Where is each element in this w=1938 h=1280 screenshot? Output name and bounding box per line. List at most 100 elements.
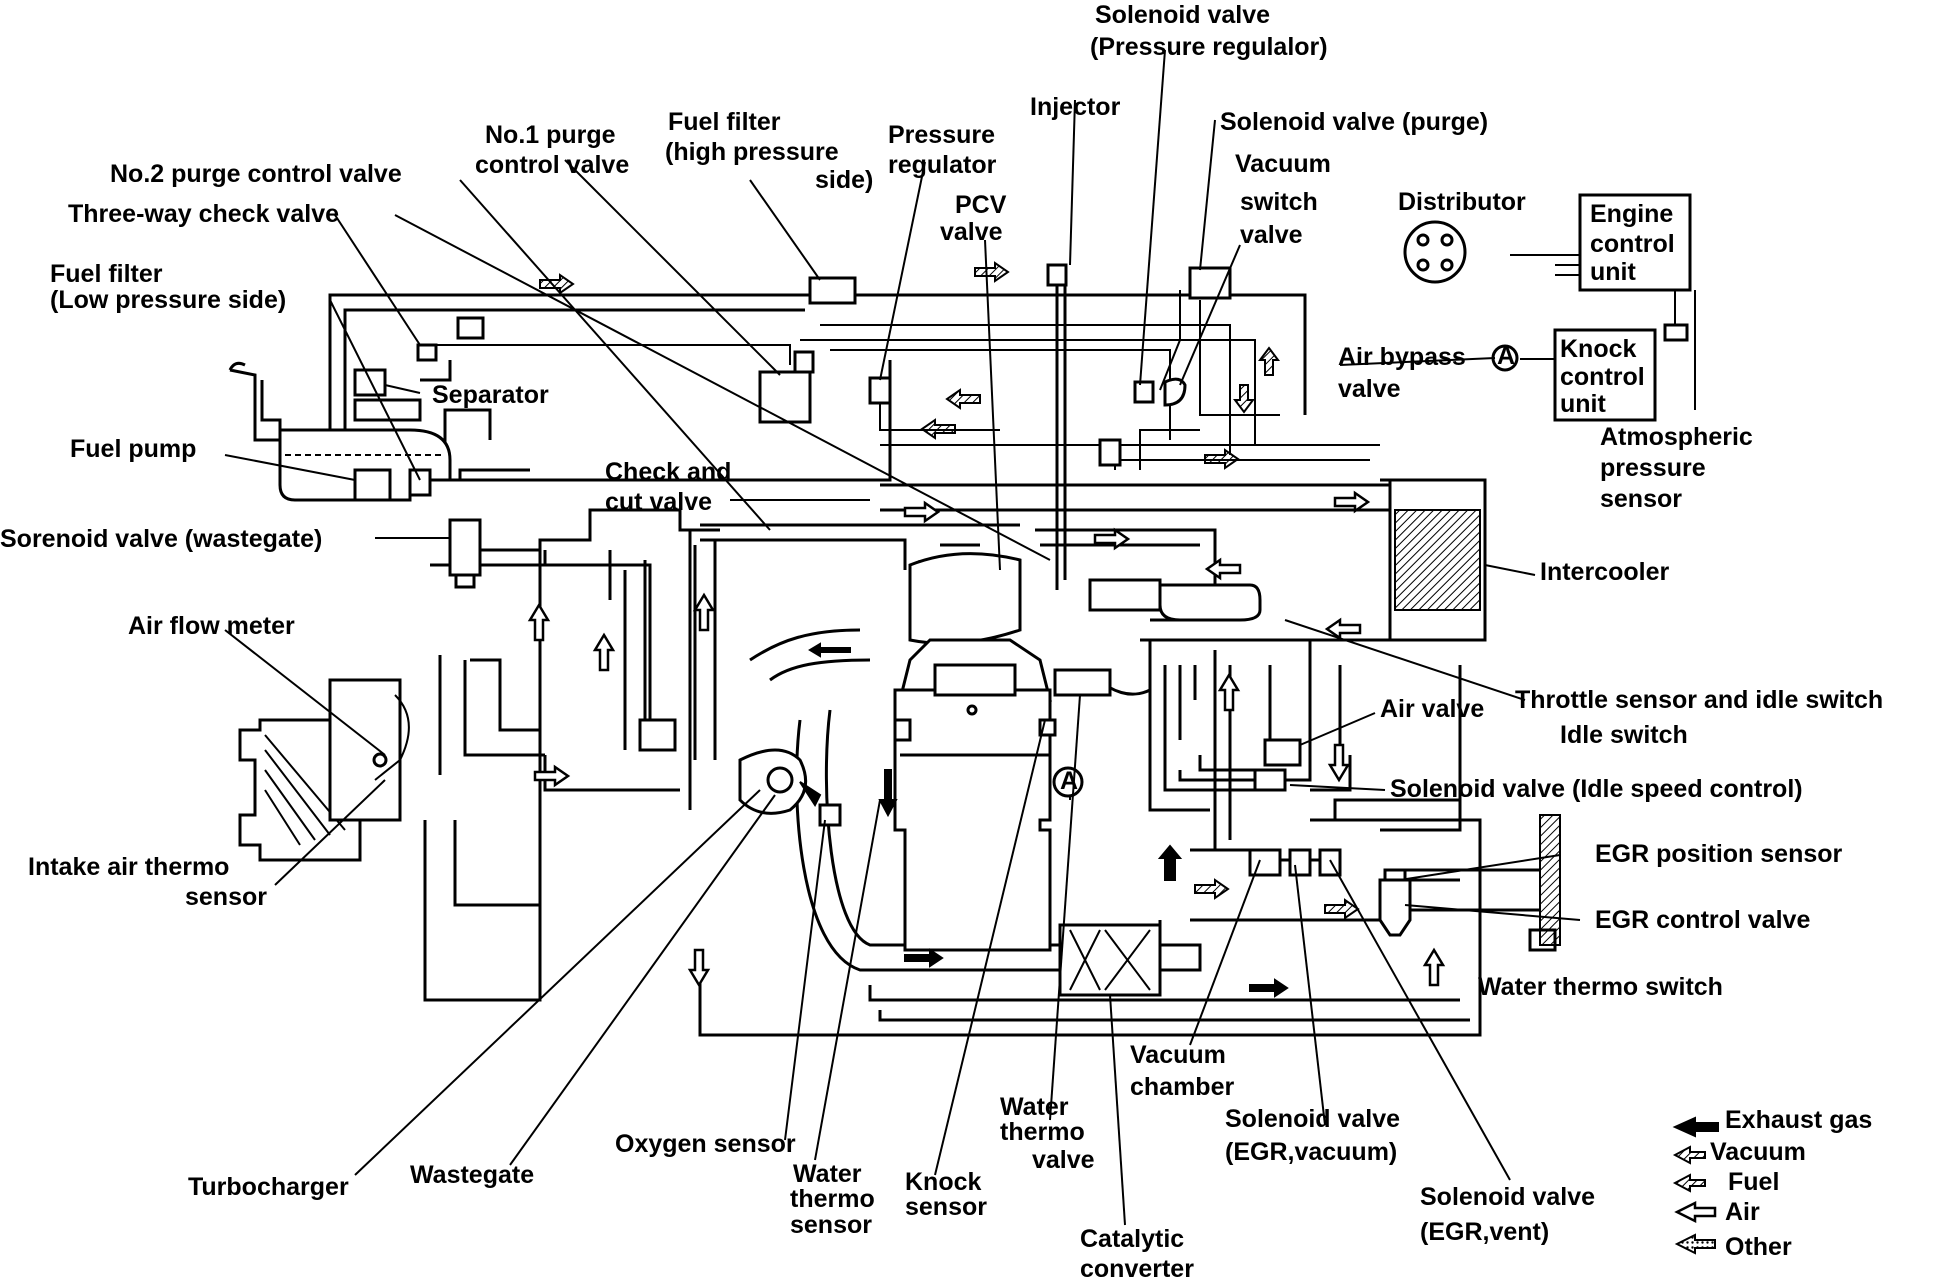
label-injector: Injector [1030,93,1121,121]
solenoid-egr-vacuum-body [1288,848,1312,877]
label-solenoid-purge: Solenoid valve (purge) [1220,108,1488,136]
arrow-air [692,592,716,632]
legend-label-fuel: Fuel [1728,1168,1779,1196]
legend-swatch-other [1674,1233,1716,1255]
label-wastegate: Wastegate [410,1161,534,1189]
check-and-cut-valve [638,718,677,752]
labels: Solenoid valve(Pressure regulalor) Injec… [0,1,1883,1280]
fuel-filter-high [808,276,857,305]
legend-swatch-vacuum [1672,1145,1706,1165]
arrow-vacuum [920,418,956,440]
legend-label-air: Air [1725,1198,1760,1226]
three-way-check-valve [416,343,438,362]
arrow-air [1093,527,1131,551]
separator [353,368,387,397]
arrow-exhaust [808,642,851,658]
arrow-air [1422,947,1446,987]
arrow-exhaust [904,948,944,968]
label-solenoid-idle: Solenoid valve (Idle speed control) [1390,775,1803,803]
intake-plenum [908,552,1022,645]
legend-swatch-fuel [1672,1173,1706,1193]
engine-control-unit-box [1578,193,1692,292]
arrow-air [1333,490,1371,514]
atmospheric-pressure-sensor-body [1663,323,1689,342]
air-bypass-valve [1098,438,1122,467]
legend-label-other: Other [1725,1233,1792,1261]
arrow-exhaust [1249,978,1289,998]
label-solenoid-egr-vacuum: Solenoid valve(EGR,vacuum) [1225,1105,1400,1166]
egr-control-valve-body [1378,878,1412,937]
label-oxygen-sensor: Oxygen sensor [615,1130,796,1158]
label-egr-control-valve: EGR control valve [1595,906,1810,934]
flow-arrows [527,261,1446,998]
engine-block [893,688,1052,952]
label-three-way-check: Three-way check valve [68,200,339,228]
label-air-valve: Air valve [1380,695,1484,723]
throttle-body [1158,583,1262,622]
solenoid-idle [1253,768,1287,792]
label-distributor: Distributor [1398,188,1526,216]
arrow-air [1204,557,1242,581]
label-separator: Separator [432,381,549,409]
arrow-vacuum [1324,898,1360,920]
label-intercooler: Intercooler [1540,558,1669,586]
arrow-vacuum [1204,448,1240,470]
water-thermo-valve-body [1053,668,1112,697]
label-water-thermo-switch: Water thermo switch [1478,973,1723,1001]
legend-label-exhaust: Exhaust gas [1725,1106,1872,1134]
label-idle-switch: Idle switch [1560,721,1688,749]
label-throttle-sensor: Throttle sensor and idle switch [1515,686,1883,714]
leader-lines [224,49,1696,1226]
vacuum-chamber-body [1248,848,1282,877]
arrow-vacuum [539,273,575,295]
injector [1046,263,1068,287]
arrow-vacuum [1194,878,1230,900]
arrow-vacuum [1258,346,1280,376]
arrow-air [1217,672,1241,712]
arrow-air [1324,617,1362,641]
label-no2-purge: No.2 purge control valve [110,160,402,188]
fuel-pump [353,468,392,502]
label-connector-a-lower: A [1060,767,1078,795]
legend-swatch-air [1674,1200,1717,1224]
arrow-air [527,602,551,642]
solenoid-wastegate [448,518,482,577]
label-connector-a-upper: A [1497,342,1515,370]
label-air-flow-meter: Air flow meter [128,612,295,640]
arrow-air [1327,743,1351,783]
label-solenoid-wastegate: Sorenoid valve (wastegate) [0,525,322,553]
legend-swatch-exhaust [1672,1116,1719,1138]
vacuum-switch-valve [1163,377,1187,407]
label-fuel-pump: Fuel pump [70,435,196,463]
arrow-fuel [974,261,1010,283]
arrow-air [533,764,571,788]
arrow-exhaust [878,769,898,818]
no1-purge-control-valve [758,370,812,424]
pressure-regulator [868,376,892,405]
legend-label-vacuum: Vacuum [1710,1138,1806,1166]
components [228,193,1692,997]
legend: Exhaust gas Vacuum Fuel Air Other [1672,1106,1872,1261]
label-turbocharger: Turbocharger [188,1173,349,1201]
air-flow-meter [328,678,402,822]
air-valve [1263,738,1302,767]
label-solenoid-pressure-regulator: Solenoid valve(Pressure regulalor) [1090,1,1328,61]
arrow-air [903,500,941,524]
